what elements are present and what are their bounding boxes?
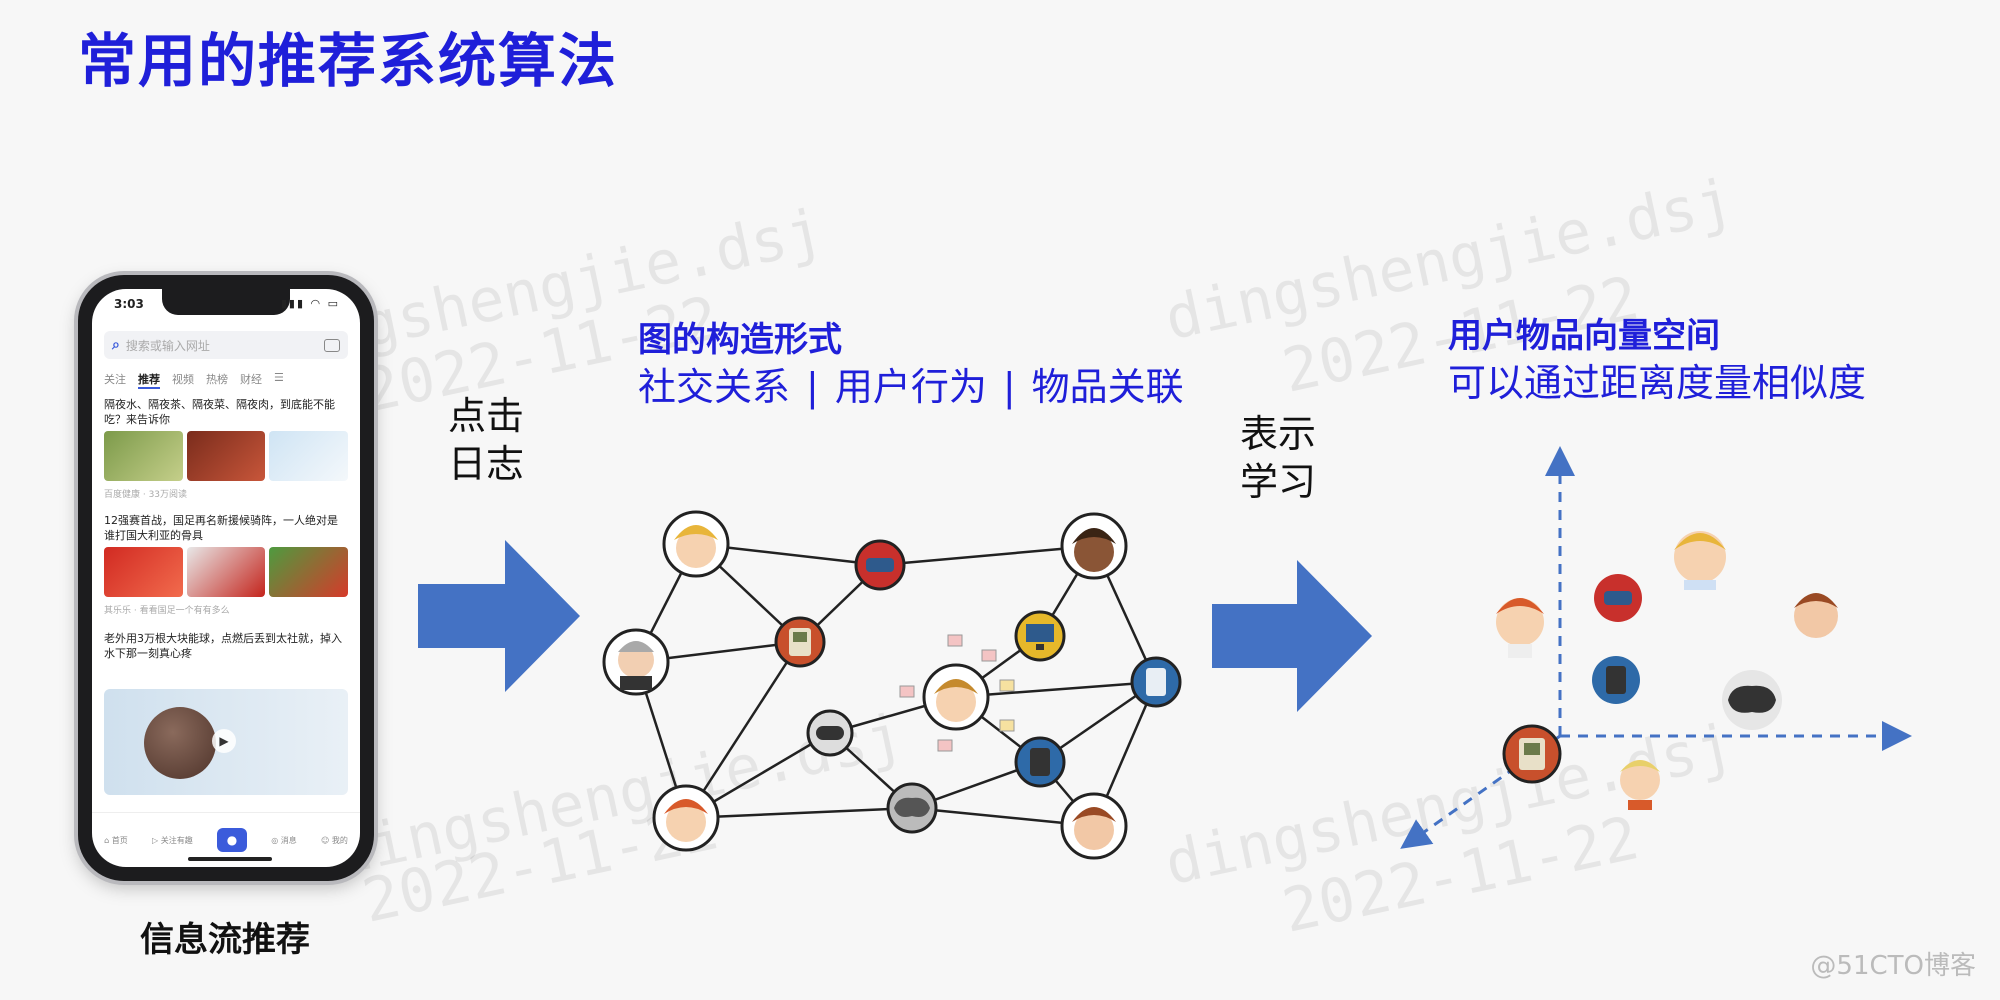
- arrow2-label: 表示 学习: [1240, 412, 1317, 504]
- menu-icon[interactable]: ☰: [274, 371, 284, 384]
- vr-headset-icon: [1594, 574, 1642, 622]
- play-icon[interactable]: ▶: [212, 729, 236, 753]
- camera-icon[interactable]: [324, 338, 340, 352]
- home-icon: ⌂: [104, 835, 110, 845]
- tablet-icon: [1130, 656, 1182, 708]
- graph-edges: [634, 542, 1158, 828]
- tab-video[interactable]: 视频: [172, 373, 194, 386]
- nav-message[interactable]: ◎ 消息: [271, 835, 297, 845]
- tablet-icon: [1592, 656, 1640, 704]
- controller-icon: [1722, 670, 1782, 730]
- phone-icon: [1014, 736, 1066, 788]
- credit-text: @51CTO博客: [1810, 951, 1976, 981]
- user-blonde-icon: [1620, 760, 1660, 810]
- nav-home[interactable]: ⌂ 首页: [104, 835, 128, 845]
- news-meta: 百度健康 · 33万阅读: [104, 490, 188, 500]
- gameboy-icon: [774, 616, 826, 668]
- news-images: [104, 547, 349, 597]
- mic-icon: ●: [226, 833, 238, 847]
- news-images: [104, 431, 349, 481]
- user-blonde-icon: [1674, 531, 1726, 590]
- controller-icon: [886, 782, 938, 834]
- tab-recommend[interactable]: 推荐: [138, 371, 160, 389]
- user-redhead-icon: [652, 784, 720, 852]
- graph-flags: [899, 634, 1015, 752]
- user-brown-icon: [1794, 593, 1838, 638]
- gameboy-icon: [1502, 724, 1562, 784]
- search-icon: ⌕: [112, 337, 120, 353]
- home-indicator: [188, 857, 272, 861]
- follow-icon: ▷: [152, 835, 159, 845]
- message-icon: ◎: [271, 835, 279, 845]
- tab-follow[interactable]: 关注: [104, 373, 126, 386]
- arrow1-label: 点击 日志: [448, 394, 525, 486]
- nav-mine[interactable]: ☺ 我的: [320, 835, 348, 845]
- tab-finance[interactable]: 财经: [240, 373, 262, 386]
- search-placeholder: 搜索或输入网址: [125, 338, 210, 353]
- vector-heading: 用户物品向量空间: [1448, 316, 1720, 356]
- search-bar[interactable]: ⌕ 搜索或输入网址: [104, 331, 348, 359]
- user-redhead-icon: [1496, 598, 1544, 658]
- vector-axes: [1400, 446, 1912, 849]
- user-brown-icon: [1060, 792, 1128, 860]
- page-title: 常用的推荐系统算法: [78, 27, 619, 95]
- ball-image: [144, 707, 216, 779]
- monitor-icon: [1014, 610, 1066, 662]
- nav-follow[interactable]: ▷ 关注有趣: [152, 835, 193, 845]
- news-headline[interactable]: 12强赛首战，国足再名新援候骑阵，一人绝对是谁打国大利亚的骨具: [104, 514, 338, 542]
- graph-heading: 图的构造形式: [638, 320, 842, 360]
- vr-headset-icon: [854, 539, 906, 591]
- vector-subtitle: 可以通过距离度量相似度: [1448, 361, 1867, 405]
- phone-screen: 3:03 ▮▮▮ ◠ ▭ ⌕ 搜索或输入网址 关注 推荐 视频 热榜 财经 ☰ …: [92, 289, 360, 867]
- news-headline[interactable]: 隔夜水、隔夜茶、隔夜菜、隔夜肉，到底能不能吃？来告诉你: [104, 398, 335, 426]
- status-icons: ▮▮▮ ◠ ▭: [280, 297, 340, 310]
- tab-hot[interactable]: 热榜: [206, 373, 228, 386]
- gamepad-icon: [806, 709, 854, 757]
- status-time: 3:03: [114, 297, 144, 311]
- phone-notch: [162, 289, 290, 315]
- flow-arrow-1: [418, 540, 580, 692]
- user-blonde-icon: [922, 663, 990, 731]
- news-headline[interactable]: 老外用3万根大块能球，点燃后丢到太社就，掉入水下那一刻真心疼: [104, 632, 342, 660]
- user-curly-icon: [1060, 512, 1128, 580]
- user-icon: ☺: [320, 835, 330, 845]
- user-elder-icon: [602, 628, 670, 696]
- news-meta: 其乐乐 · 看看国足一个有有多么: [104, 606, 230, 616]
- feed-tabs: 关注 推荐 视频 热榜 财经 ☰: [104, 371, 348, 389]
- user-blonde-icon: [662, 510, 730, 578]
- graph-subtitle: 社交关系|用户行为|物品关联: [638, 365, 1184, 409]
- mic-button[interactable]: ●: [216, 828, 247, 852]
- feed-caption: 信息流推荐: [140, 920, 310, 960]
- flow-arrow-2: [1212, 560, 1372, 712]
- phone-mockup: 3:03 ▮▮▮ ◠ ▭ ⌕ 搜索或输入网址 关注 推荐 视频 热榜 财经 ☰ …: [78, 275, 374, 881]
- bottom-nav: ⌂ 首页 ▷ 关注有趣 ● ◎ 消息 ☺ 我的: [92, 812, 360, 867]
